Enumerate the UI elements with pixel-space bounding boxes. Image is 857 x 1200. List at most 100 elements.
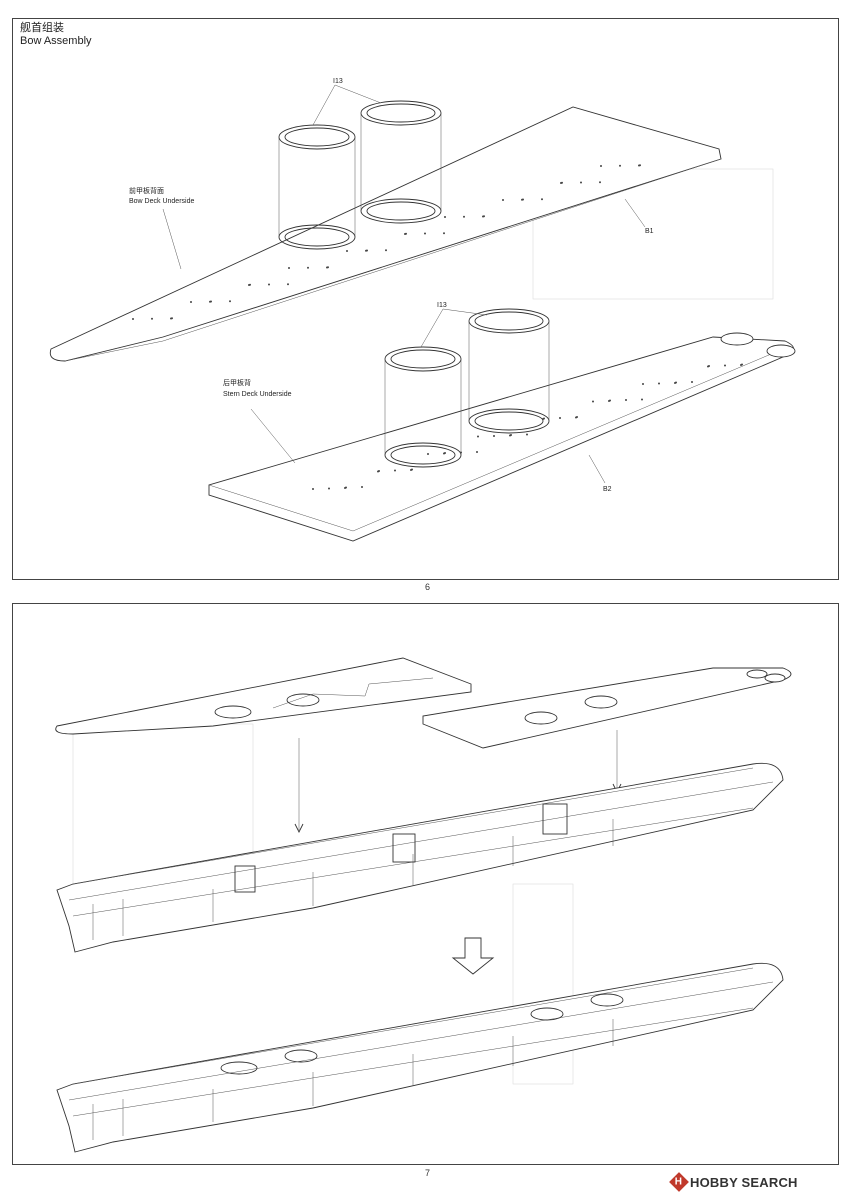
aft-deck-barbette-2 — [584, 695, 618, 709]
hobby-search-logo-letter: H — [675, 1176, 683, 1188]
label-stern-underside-en: Stern Deck Underside — [223, 391, 292, 398]
deck-hole — [541, 198, 543, 201]
bow-deck-plate — [49, 106, 722, 362]
aft-deck-ring-1 — [746, 669, 768, 679]
ghost-bg-right — [512, 883, 574, 1085]
deck-hole — [394, 469, 396, 472]
deck-hole — [361, 486, 363, 488]
deck-hole — [691, 381, 693, 383]
leader-b2 — [588, 454, 606, 484]
deck-hole — [345, 486, 347, 489]
deck-hole — [502, 199, 504, 201]
hobby-search-logo-icon: H — [669, 1172, 689, 1192]
deck-hole — [576, 416, 578, 418]
page-number-6: 6 — [425, 582, 431, 592]
label-i13-bow: I13 — [333, 78, 343, 85]
stern-deck-edge — [208, 348, 784, 532]
leader-bow-underside — [162, 208, 182, 270]
fore-deck-barbette-2 — [286, 693, 320, 707]
instruction-panel-deck-installation — [12, 603, 839, 1165]
page-number-7: 7 — [425, 1168, 431, 1178]
label-bow-underside-en: Bow Deck Underside — [129, 198, 195, 205]
stern-ring-2 — [766, 344, 796, 358]
stern-ring-left — [384, 346, 462, 468]
bow-ring-left — [278, 124, 356, 250]
next-step-arrow — [451, 937, 495, 975]
deck-hole — [190, 301, 192, 303]
deck-hole — [658, 382, 660, 385]
label-b2: B2 — [603, 486, 612, 493]
placement-arrow-right — [612, 730, 622, 794]
deck-hole — [580, 181, 582, 184]
leader-i13-stern — [420, 308, 488, 348]
deck-hole — [346, 250, 348, 252]
deck-hole — [559, 417, 561, 419]
deck-hole — [483, 215, 485, 218]
deck-hole — [328, 487, 330, 490]
deck-hole — [171, 317, 173, 320]
aft-deck-barbette-1 — [524, 711, 558, 725]
deck-hole — [592, 400, 594, 403]
hull-with-deck — [56, 962, 784, 1153]
stern-deck-plate — [208, 336, 794, 542]
deck-hole — [675, 381, 677, 384]
label-stern-underside-cn: 后甲板背 — [223, 380, 251, 387]
deck-hole — [229, 300, 231, 303]
deck-hole — [641, 398, 643, 401]
leader-i13-bow — [312, 84, 382, 126]
deck-hole — [378, 470, 380, 472]
hobby-search-text: HOBBY SEARCH — [690, 1174, 798, 1190]
deck-hole — [132, 318, 134, 320]
deck-hole — [526, 433, 528, 436]
fore-deck-piece — [55, 657, 472, 735]
deck-hole — [639, 164, 641, 167]
deck-hole — [493, 435, 495, 437]
deck-hole — [599, 181, 601, 184]
bow-deck-edge — [64, 158, 722, 362]
deck-hole — [312, 488, 314, 490]
deck-hole — [443, 232, 445, 235]
instruction-panel-bow-assembly: 舰首组装 Bow Assembly I13 前甲板背面 Bow Deck Und… — [12, 18, 839, 580]
label-b1: B1 — [645, 228, 654, 235]
deck-hole — [307, 266, 309, 269]
deck-hole — [427, 453, 429, 455]
leader-stern-underside — [250, 408, 296, 464]
deck-hole — [327, 266, 329, 269]
deck-hole — [522, 198, 524, 201]
hull-without-deck — [56, 762, 784, 953]
deck-hole — [287, 283, 289, 286]
deck-hole — [741, 363, 743, 366]
deck-hole — [405, 232, 407, 235]
deck-hole — [543, 417, 545, 420]
aft-deck-ring-2 — [764, 673, 786, 683]
hobby-search-watermark: H HOBBY SEARCH — [669, 1172, 852, 1192]
deck-hole — [444, 452, 446, 454]
stern-ring-1 — [720, 332, 754, 346]
stern-ring-right — [468, 308, 550, 434]
deck-hole — [366, 249, 368, 252]
bow-assembly-title: 舰首组装 Bow Assembly — [20, 22, 92, 48]
deck-hole — [625, 399, 627, 401]
label-bow-underside-cn: 前甲板背面 — [129, 188, 164, 195]
deck-hole — [600, 165, 602, 167]
label-i13-stern: I13 — [437, 302, 447, 309]
bow-assembly-title-cn: 舰首组装 — [20, 22, 64, 34]
deck-hole — [151, 317, 153, 320]
deck-hole — [477, 435, 479, 438]
deck-hole — [476, 451, 478, 453]
bow-assembly-diagram — [49, 84, 796, 542]
deck-hole — [444, 216, 446, 218]
deck-hole — [642, 383, 644, 385]
deck-hole — [460, 451, 462, 454]
deck-installation-diagram — [55, 657, 792, 1153]
leader-b1 — [624, 198, 646, 228]
deck-hole — [288, 267, 290, 269]
deck-hole — [385, 249, 387, 252]
fore-deck-barbette-1 — [214, 705, 252, 719]
placement-arrow-left — [294, 738, 304, 834]
deck-hole — [510, 434, 512, 436]
deck-holes — [132, 164, 743, 490]
bow-assembly-title-en: Bow Assembly — [20, 35, 92, 47]
bow-ring-right — [360, 100, 442, 224]
deck-hole — [268, 283, 270, 286]
